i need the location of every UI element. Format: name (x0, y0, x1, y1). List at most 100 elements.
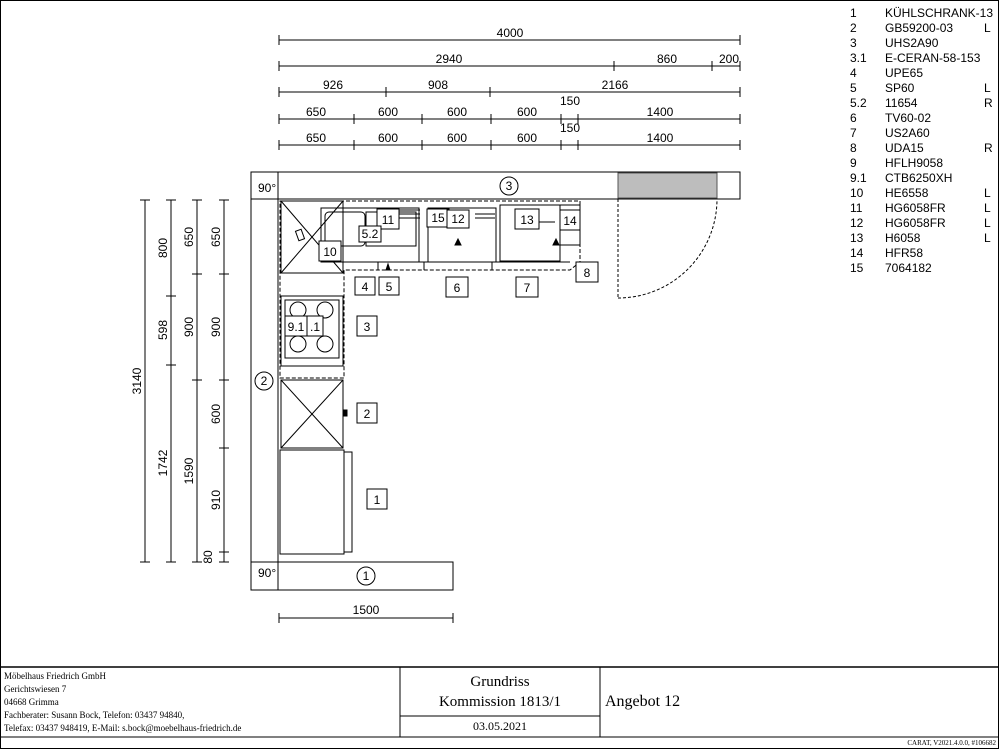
window-element (617, 172, 718, 199)
dim-label: 2166 (602, 78, 629, 92)
company-info: Möbelhaus Friedrich GmbH Gerichtswiesen … (4, 670, 241, 735)
wall-label-2: 2 (261, 374, 268, 388)
legend-row: 2 GB59200-03 L (848, 21, 998, 36)
dim-label: 926 (323, 78, 343, 92)
legend-side: L (984, 81, 991, 95)
legend-pos: 5 (850, 81, 857, 95)
item-label-5-2: 5.2 (362, 227, 379, 241)
dim-label: 910 (209, 490, 223, 510)
item-label-12: 12 (451, 212, 465, 226)
dim-label: 600 (517, 131, 537, 145)
legend-code: HFR58 (885, 246, 924, 260)
legend-pos: 14 (850, 246, 864, 260)
dim-label: 600 (447, 131, 467, 145)
dim-label: 908 (428, 78, 448, 92)
dim-label: 900 (209, 317, 223, 337)
legend-code: CTB6250XH (885, 171, 953, 185)
legend-pos: 2 (850, 21, 857, 35)
company-street: Gerichtswiesen 7 (4, 684, 67, 694)
item-label-7: 7 (524, 281, 531, 295)
legend-pos: 11 (850, 201, 863, 215)
item-label-15: 15 (431, 211, 445, 225)
title-line-2: Kommission 1813/1 (438, 694, 562, 710)
legend-code: KÜHLSCHRANK-13 (885, 6, 994, 20)
legend-code: 11654 (885, 96, 918, 110)
legend-code: HE6558 (885, 186, 929, 200)
software-version: CARAT, V2021.4.0.0, #106682 (907, 739, 996, 747)
legend-code: TV60-02 (885, 111, 932, 125)
legend-side: R (984, 96, 993, 110)
legend-pos: 3 (850, 36, 857, 50)
dim-label: 1590 (182, 457, 196, 484)
legend-pos: 10 (850, 186, 864, 200)
dim-label: 900 (182, 317, 196, 337)
legend-side: L (984, 231, 991, 245)
wall-label-1: 1 (363, 569, 370, 583)
item-label-4: 4 (362, 280, 369, 294)
dim-label: 650 (209, 227, 223, 247)
legend-code: 7064182 (885, 261, 932, 275)
legend-code: GB59200-03 (885, 21, 954, 35)
offer-number: Angebot 12 (605, 693, 681, 710)
legend-code: UPE65 (885, 66, 924, 80)
dim-label: 150 (560, 94, 580, 108)
legend-row: 6 TV60-02 (848, 111, 998, 126)
item-label-11: 11 (382, 213, 395, 227)
legend-row: 15 7064182 (848, 261, 998, 276)
company-city: 04668 Grimma (4, 697, 59, 707)
contact-line: Telefax: 03437 948419, E-Mail: s.bock@mo… (4, 723, 242, 733)
legend-pos: 15 (850, 261, 864, 275)
wall-marker-1 (356, 566, 376, 586)
item-label-5: 5 (386, 280, 393, 294)
legend-row: 10 HE6558 L (848, 186, 998, 201)
legend-code: US2A60 (885, 126, 930, 140)
item-number-boxes (284, 208, 599, 510)
dim-label: 600 (209, 404, 223, 424)
item-number-labels: 11 5.2 15 12 13 14 10 4 5 6 7 8 9.1 .1 3… (288, 211, 591, 507)
dim-label: 650 (306, 131, 326, 145)
dim-label: 150 (560, 121, 580, 135)
legend-code: UHS2A90 (885, 36, 939, 50)
dimension-labels-top: 4000 2940 860 200 926 908 2166 650 600 6… (306, 26, 739, 145)
legend-code: HG6058FR (885, 216, 946, 230)
dim-label: 600 (517, 105, 537, 119)
drawing-title: Grundriss Kommission 1813/1 (400, 672, 600, 712)
legend-pos: 6 (850, 111, 857, 125)
legend-code: HFLH9058 (885, 156, 944, 170)
dim-label: 80 (201, 550, 215, 564)
legend-row: 14 HFR58 (848, 246, 998, 261)
legend-side: L (984, 186, 991, 200)
legend-pos: 8 (850, 141, 857, 155)
corner-angle-top: 90° (258, 181, 276, 195)
legend-side: L (984, 21, 991, 35)
dim-label: 600 (447, 105, 467, 119)
drawing-date: 03.05.2021 (473, 719, 527, 733)
company-name: Möbelhaus Friedrich GmbH (4, 671, 106, 681)
legend-code: H6058 (885, 231, 921, 245)
legend-pos: 12 (850, 216, 864, 230)
dimension-lines-top (278, 35, 741, 150)
legend-side: R (984, 141, 993, 155)
wall-label-3: 3 (506, 179, 513, 193)
dim-label: 650 (182, 227, 196, 247)
dim-label: 800 (156, 238, 170, 258)
legend-code: SP60 (885, 81, 915, 95)
advisor-line: Fachberater: Susann Bock, Telefon: 03437… (4, 710, 185, 720)
item-label-dot-1: .1 (310, 320, 320, 334)
item-label-6: 6 (454, 281, 461, 295)
dim-label: 1400 (647, 105, 674, 119)
room-walls (250, 171, 741, 591)
dimension-bottom (278, 613, 454, 623)
legend-row: 3 UHS2A90 (848, 36, 998, 51)
dimension-labels-left: 3140 800 598 1742 650 900 1590 650 900 6… (130, 227, 223, 564)
item-label-13: 13 (520, 213, 534, 227)
